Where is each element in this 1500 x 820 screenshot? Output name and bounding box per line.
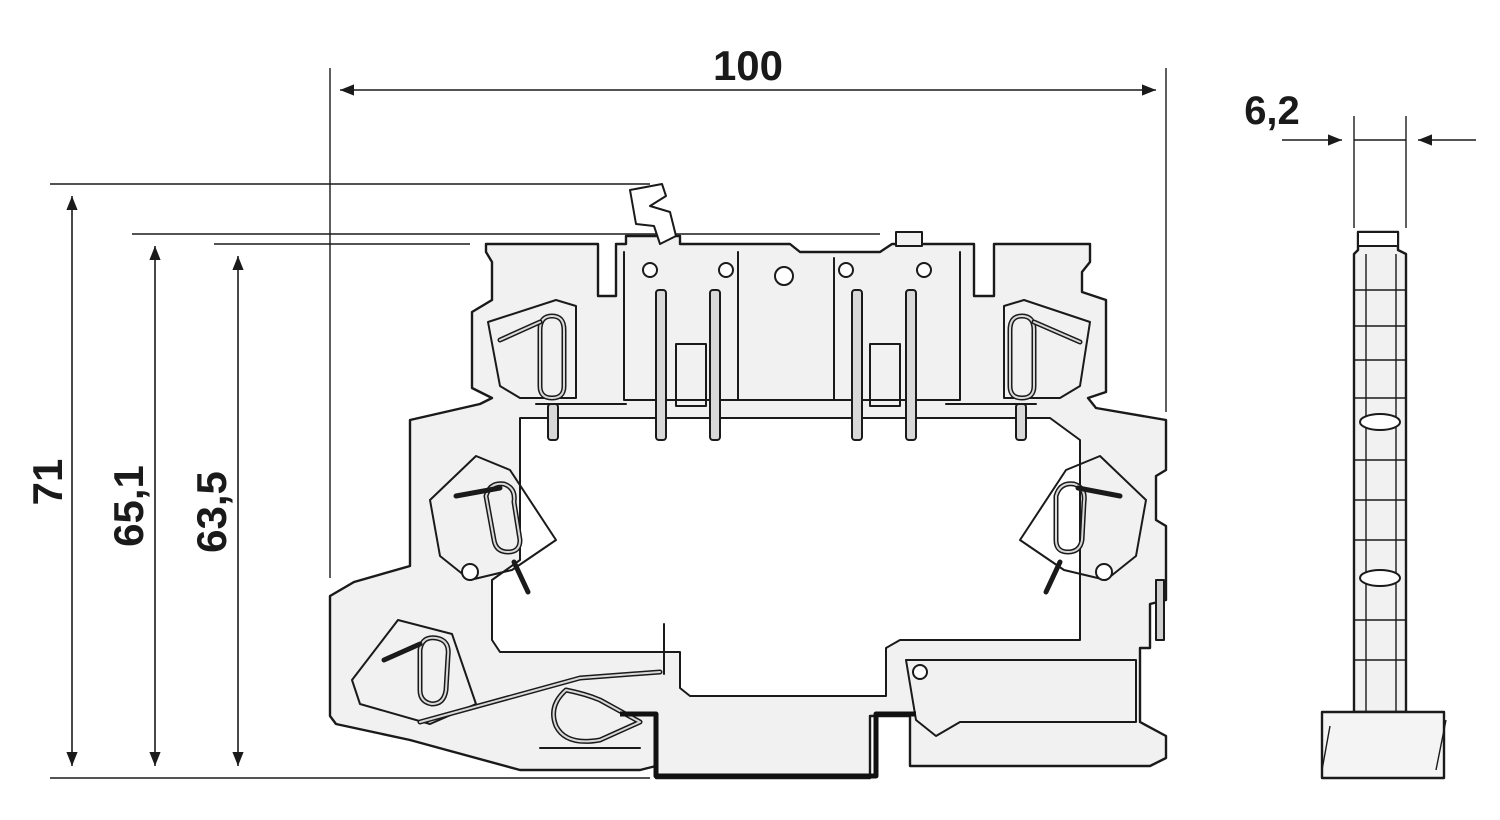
dimension-height-mid-label: 65,1 [105, 465, 152, 547]
dimension-thickness: 6,2 [1244, 89, 1476, 228]
dimension-height-body-label: 63,5 [188, 471, 235, 553]
dimension-total-height: 71 [24, 183, 650, 779]
spring-clamp-upper-right [945, 299, 1091, 405]
din-rail-side [1320, 710, 1446, 780]
dimension-thickness-label: 6,2 [1244, 89, 1300, 133]
dimension-height-body: 63,5 [188, 243, 470, 766]
spring-clamp-upper-left [487, 299, 627, 405]
spring-clamp-lower-left [351, 619, 665, 725]
terminal-block-front-view [328, 183, 1168, 780]
dimension-total-height-label: 71 [24, 459, 71, 506]
din-rail [620, 711, 916, 779]
dimension-width: 100 [329, 42, 1167, 578]
dimension-width-label: 100 [713, 42, 783, 89]
terminal-block-side-view [1320, 230, 1447, 780]
ground-clip [539, 687, 643, 749]
dimension-height-mid: 65,1 [105, 233, 880, 766]
spring-clamp-middle-left [429, 455, 557, 595]
contact-pins [547, 289, 1027, 441]
spring-clamp-middle-right [1019, 455, 1147, 595]
